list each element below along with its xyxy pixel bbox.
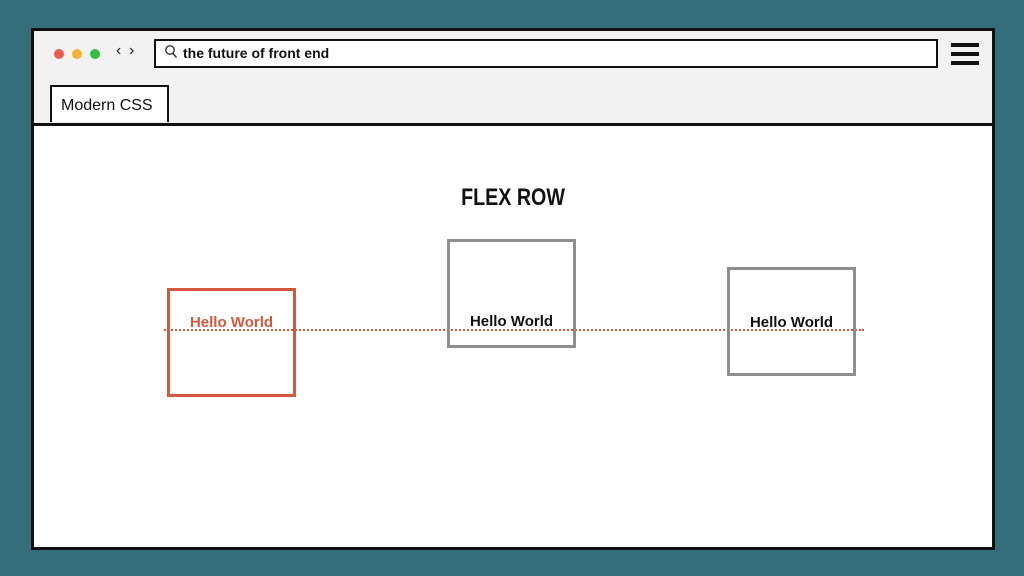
flex-item-label: Hello World bbox=[469, 313, 554, 330]
flex-item-label: Hello World bbox=[749, 314, 834, 331]
page-content: FLEX ROW Hello World Hello World Hello W… bbox=[34, 126, 992, 547]
browser-window: ‹ › the future of front end Modern CSS F… bbox=[31, 28, 995, 550]
flex-item-label: Hello World bbox=[189, 314, 274, 331]
minimize-window-button[interactable] bbox=[72, 49, 82, 59]
browser-toolbar: ‹ › the future of front end Modern CSS bbox=[34, 31, 992, 126]
tab-modern-css[interactable]: Modern CSS bbox=[50, 85, 169, 122]
page-title: FLEX ROW bbox=[461, 184, 565, 211]
back-arrow-icon[interactable]: ‹ bbox=[116, 42, 122, 59]
flex-item-2: Hello World bbox=[447, 239, 576, 348]
maximize-window-button[interactable] bbox=[90, 49, 100, 59]
search-icon bbox=[165, 45, 178, 58]
address-bar-text: the future of front end bbox=[183, 45, 330, 61]
address-bar[interactable]: the future of front end bbox=[154, 39, 938, 68]
forward-arrow-icon[interactable]: › bbox=[129, 42, 135, 59]
baseline-guide-line bbox=[164, 329, 864, 331]
flex-item-3: Hello World bbox=[727, 267, 856, 376]
flex-item-1: Hello World bbox=[167, 288, 296, 397]
hamburger-menu-icon[interactable] bbox=[951, 43, 979, 65]
close-window-button[interactable] bbox=[54, 49, 64, 59]
